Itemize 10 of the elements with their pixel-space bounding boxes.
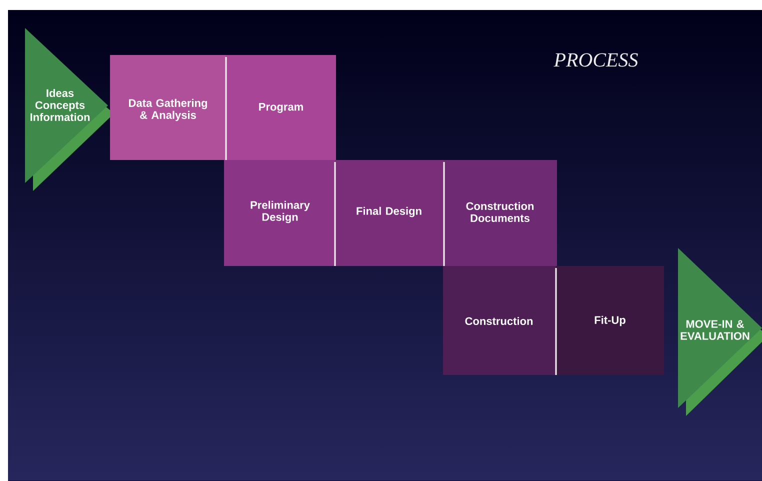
title: PROCESS xyxy=(554,53,638,67)
process-box: Final Design xyxy=(335,160,444,266)
process-box: Preliminary Design xyxy=(224,160,335,266)
process-box: Data Gathering & Analysis xyxy=(110,55,226,160)
process-box: Program xyxy=(226,55,336,160)
process-box: Construction xyxy=(443,266,556,375)
arrow-triangle: Ideas Concepts Information xyxy=(25,28,114,191)
process-box: Fit-Up xyxy=(556,266,664,375)
process-box: Construction Documents xyxy=(444,160,557,266)
arrow-triangle: MOVE-IN & EVALUATION xyxy=(678,248,762,416)
